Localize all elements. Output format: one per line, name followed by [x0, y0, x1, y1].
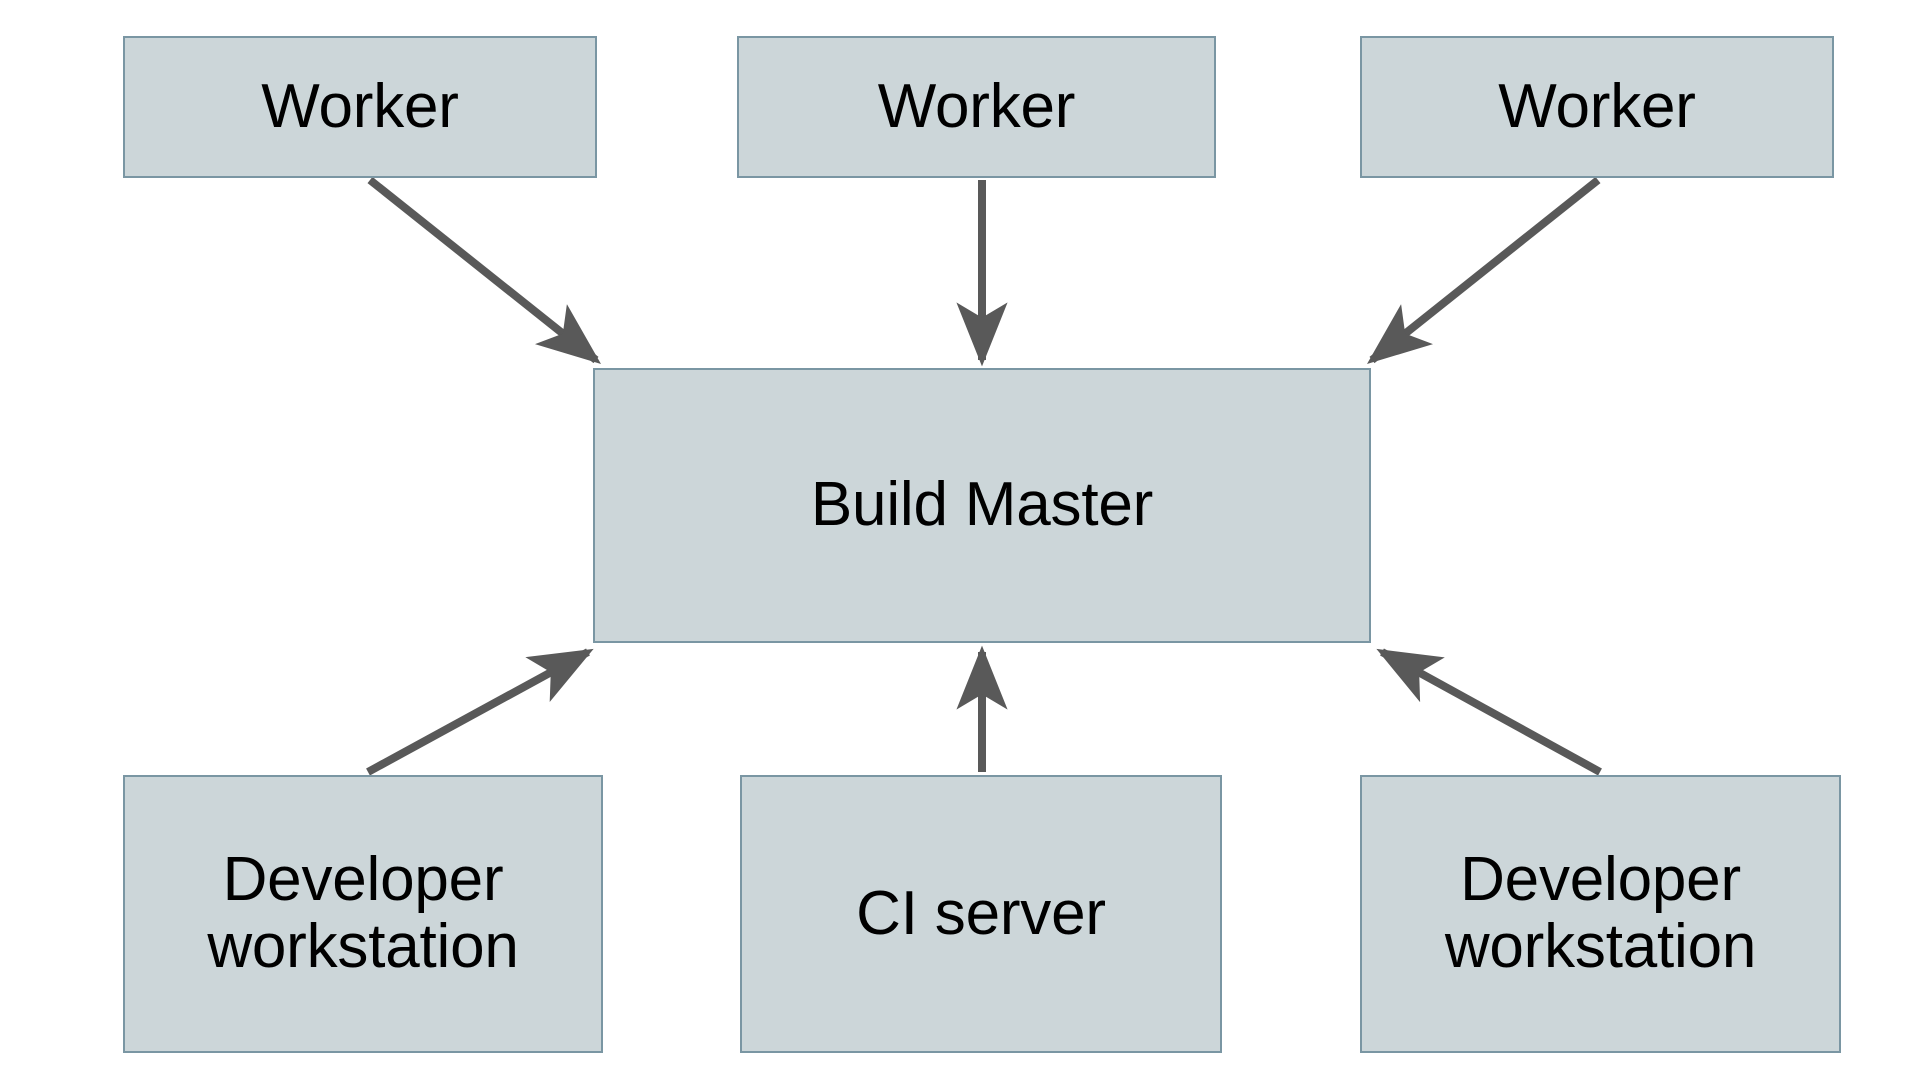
- node-build-master[interactable]: Build Master: [593, 368, 1371, 643]
- node-developer-workstation-right-label: Developer workstation: [1444, 845, 1757, 981]
- edge-worker-3-to-build-master: [1366, 176, 1601, 364]
- node-build-master-label: Build Master: [810, 470, 1154, 540]
- node-worker-1[interactable]: Worker: [123, 36, 597, 178]
- node-worker-3[interactable]: Worker: [1360, 36, 1834, 178]
- node-ci-server-label: CI server: [856, 878, 1106, 948]
- node-developer-workstation-left-label: Developer workstation: [207, 845, 519, 981]
- node-worker-2-label: Worker: [877, 71, 1076, 141]
- node-worker-1-label: Worker: [261, 71, 459, 141]
- node-ci-server[interactable]: CI server: [740, 775, 1222, 1053]
- edge-worker-1-to-build-master: [367, 176, 602, 364]
- node-worker-3-label: Worker: [1498, 71, 1696, 141]
- edge-dev-left-to-build-master: [366, 648, 594, 776]
- node-developer-workstation-right[interactable]: Developer workstation: [1360, 775, 1841, 1053]
- edge-dev-right-to-build-master: [1376, 648, 1602, 776]
- node-developer-workstation-left[interactable]: Developer workstation: [123, 775, 603, 1053]
- node-worker-2[interactable]: Worker: [737, 36, 1216, 178]
